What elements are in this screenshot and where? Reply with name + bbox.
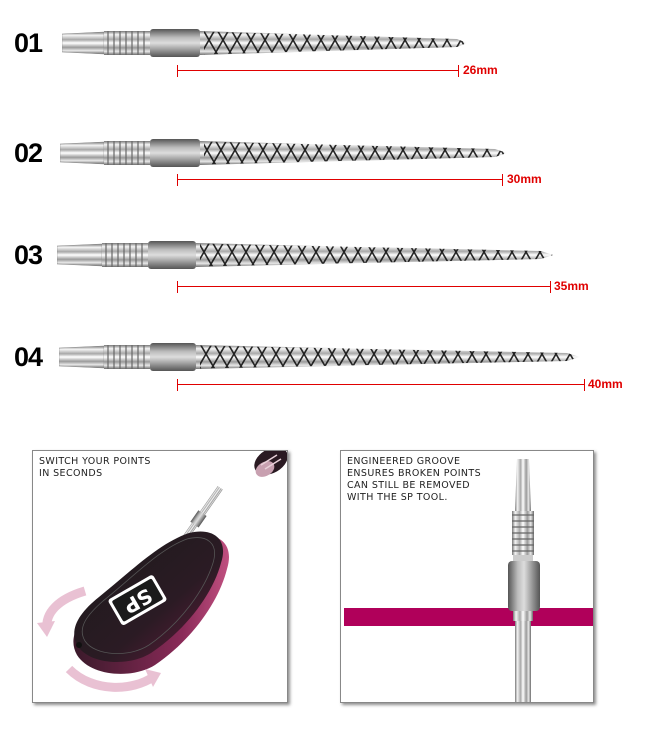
groove-panel: ENGINEERED GROOVE ENSURES BROKEN POINTS … (340, 450, 594, 703)
caption-line: IN SECONDS (39, 468, 103, 479)
length-measure: 30mm (177, 172, 542, 186)
tool-head-icon (254, 451, 287, 477)
sp-logo: SP (108, 575, 167, 626)
magenta-band (344, 608, 593, 626)
tool-panel: SWITCH YOUR POINTS IN SECONDS SP (32, 450, 288, 703)
caption-line: ENGINEERED GROOVE (347, 456, 461, 467)
length-label: 35mm (554, 279, 589, 293)
point-row-01: 01 26mm (0, 20, 650, 90)
length-measure: 40mm (177, 377, 623, 391)
tool-panel-caption: SWITCH YOUR POINTS IN SECONDS (39, 456, 151, 480)
point-label: 03 (14, 240, 43, 270)
caption-line: CAN STILL BE REMOVED (347, 480, 470, 491)
dart-point-image (59, 343, 580, 371)
groove-illustration (344, 459, 593, 702)
dart-point-image (57, 241, 553, 269)
length-label: 26mm (463, 63, 498, 77)
point-row-03: 03 35mm (0, 230, 650, 300)
caption-line: ENSURES BROKEN POINTS (347, 468, 482, 479)
length-label: 30mm (507, 172, 542, 186)
point-label: 01 (14, 28, 43, 58)
point-label: 02 (14, 138, 43, 168)
point-row-04: 04 40mm (0, 330, 650, 400)
point-label: 04 (14, 342, 43, 372)
dart-point-image (60, 139, 507, 167)
groove-panel-caption: ENGINEERED GROOVE ENSURES BROKEN POINTS … (347, 456, 481, 504)
rotate-arrows-icon (37, 586, 161, 692)
sp-tool-body: SP (73, 531, 229, 674)
length-measure: 35mm (177, 279, 589, 293)
sp-tool-illustration: SP (37, 451, 287, 692)
caption-line: SWITCH YOUR POINTS (39, 456, 151, 467)
point-row-02: 02 30mm (0, 130, 650, 200)
length-label: 40mm (588, 377, 623, 391)
caption-line: WITH THE SP TOOL. (347, 492, 448, 503)
dart-point-image (62, 29, 467, 57)
length-measure: 26mm (177, 63, 498, 77)
